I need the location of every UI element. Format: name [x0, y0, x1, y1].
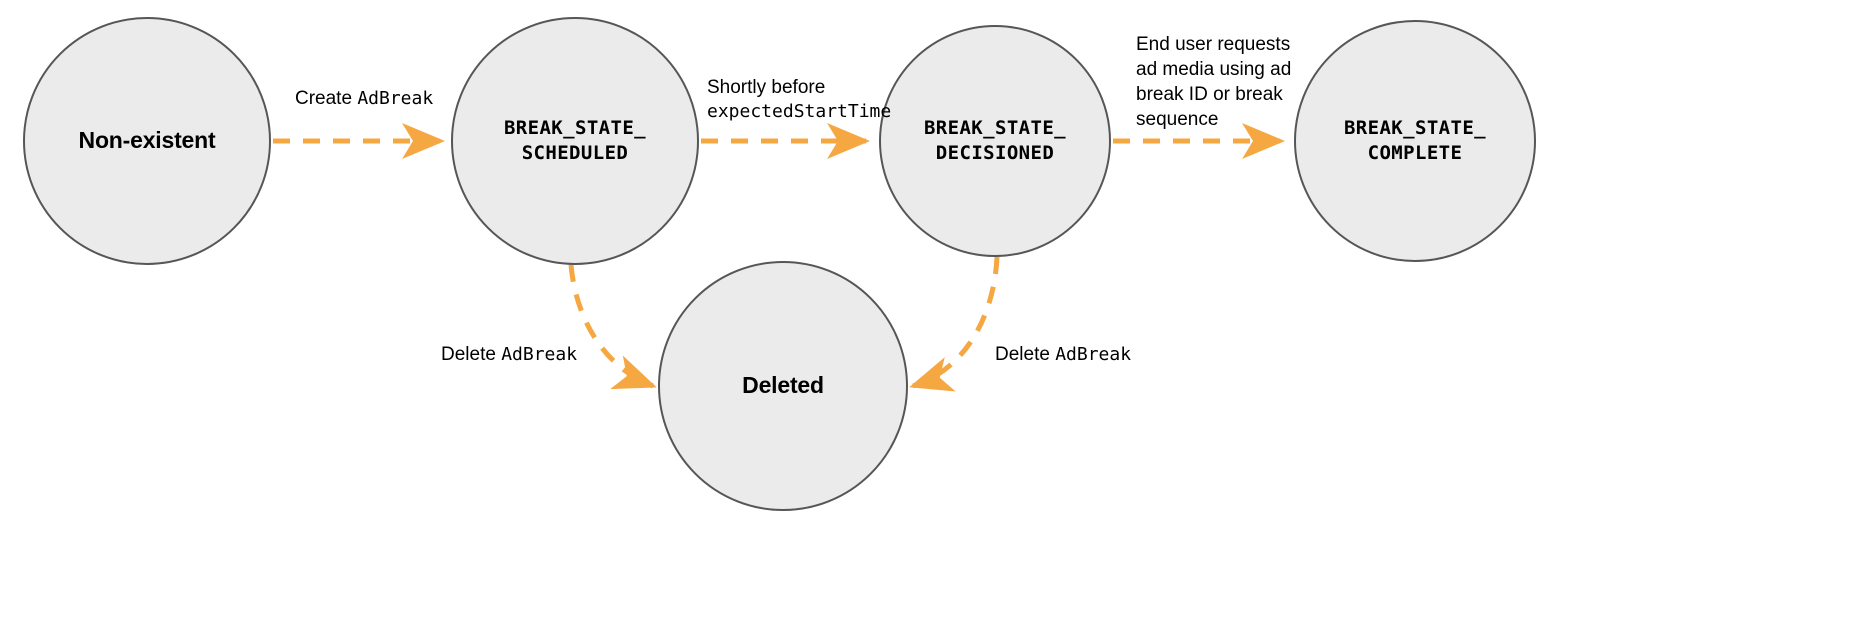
edge-label-segment: sequence — [1136, 109, 1219, 131]
edge-label-line: Delete AdBreak — [995, 342, 1131, 367]
edge-label-create-adbreak: Create AdBreak — [295, 86, 433, 111]
edge-label-segment: AdBreak — [357, 88, 434, 109]
state-node-break-state-complete[interactable]: BREAK_STATE_ COMPLETE — [1294, 20, 1536, 262]
state-label-non-existent: Non-existent — [78, 127, 216, 154]
state-node-deleted[interactable]: Deleted — [658, 261, 908, 511]
edge-label-line: End user requests — [1136, 32, 1291, 57]
edge-label-segment: ad media using ad — [1136, 59, 1292, 81]
edge-label-line: break ID or break — [1136, 82, 1291, 107]
edge-label-segment: AdBreak — [1055, 344, 1132, 365]
edge-label-line: Shortly before — [707, 75, 891, 100]
state-node-break-state-decisioned[interactable]: BREAK_STATE_ DECISIONED — [879, 25, 1111, 257]
edge-label-segment: Shortly before — [707, 77, 826, 98]
edge-label-delete-adbreak-from-decisioned: Delete AdBreak — [995, 342, 1131, 367]
edge-label-line: ad media using ad — [1136, 57, 1291, 82]
edge-label-segment: expectedStartTime — [707, 101, 892, 123]
state-node-break-state-scheduled[interactable]: BREAK_STATE_ SCHEDULED — [451, 17, 699, 265]
edge-label-segment: Create — [295, 88, 358, 109]
edge-label-segment: Delete — [441, 344, 502, 365]
edge-label-segment: AdBreak — [501, 344, 578, 365]
edge-label-end-user-requests-ad-media: End user requests ad media using ad break … — [1136, 32, 1291, 132]
edge-label-line: sequence — [1136, 107, 1291, 132]
edge-delete-adbreak-scheduled — [568, 264, 657, 390]
state-label-break-state-complete: BREAK_STATE_ COMPLETE — [1343, 117, 1487, 164]
state-label-break-state-decisioned: BREAK_STATE_ DECISIONED — [923, 117, 1067, 164]
state-node-non-existent[interactable]: Non-existent — [23, 17, 271, 265]
edge-label-shortly-before-expected-start-time: Shortly before expectedStartTime — [707, 75, 891, 124]
edge-label-line: Delete AdBreak — [441, 342, 577, 367]
edge-delete-adbreak-decisioned — [909, 256, 1000, 392]
state-label-break-state-scheduled: BREAK_STATE_ SCHEDULED — [503, 117, 647, 164]
state-label-deleted: Deleted — [742, 372, 824, 399]
edge-label-segment: Delete — [995, 344, 1056, 365]
edge-label-line: expectedStartTime — [707, 100, 891, 124]
edge-label-delete-adbreak-from-scheduled: Delete AdBreak — [441, 342, 577, 367]
edge-label-segment: break ID or break — [1136, 84, 1283, 106]
edge-label-line: Create AdBreak — [295, 86, 433, 111]
edge-label-segment: End user requests — [1136, 34, 1291, 55]
